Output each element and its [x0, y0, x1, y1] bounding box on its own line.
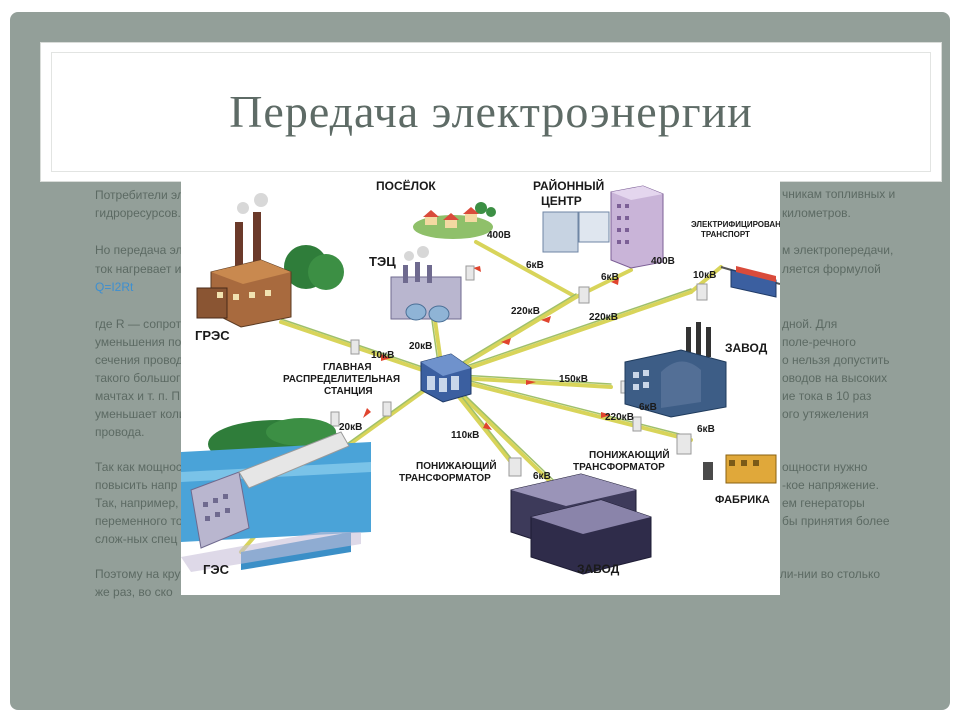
label-main-3: СТАНЦИЯ — [324, 386, 373, 397]
label-step-right-1: ПОНИЖАЮЩИЙ — [589, 448, 670, 461]
text-line: уменьшает коли — [95, 407, 186, 421]
fabrika-icon — [703, 454, 777, 484]
label-gres: ГРЭС — [195, 328, 230, 343]
text-line: бы принятия более — [782, 514, 890, 528]
text-line: ляется формулой — [782, 262, 881, 276]
voltage-label: 6кВ — [639, 402, 657, 413]
voltage-label: 400В — [651, 256, 675, 267]
text-line: поле-речного — [782, 335, 856, 349]
voltage-label: 150кВ — [559, 374, 588, 385]
label-zavod-right: ЗАВОД — [725, 341, 768, 355]
text-line: Так, например, — [95, 496, 179, 510]
text-line: дной. Для — [782, 317, 838, 331]
text-line: Поэтому на кру — [95, 567, 181, 581]
district-center-icon — [542, 185, 664, 269]
text-line: ие тока в 10 раз — [782, 389, 872, 403]
text-line: ощности нужно — [782, 460, 868, 474]
voltage-label: 400В — [487, 230, 511, 241]
text-line: Но передача эл — [95, 243, 183, 257]
voltage-label: 10кВ — [371, 350, 394, 361]
factory-bottom-icon — [510, 473, 652, 575]
voltage-label: 10кВ — [693, 270, 716, 281]
text-line: м электропередачи, — [782, 243, 894, 257]
label-poselok: ПОСЁЛОК — [376, 178, 436, 193]
label-step-left-2: ТРАНСФОРМАТОР — [399, 473, 491, 484]
text-line: уменьшения по — [95, 335, 182, 349]
voltage-label: 110кВ — [451, 430, 479, 441]
label-step-left-1: ПОНИЖАЮЩИЙ — [416, 459, 497, 472]
voltage-label: 6кВ — [601, 272, 619, 283]
voltage-label: 20кВ — [409, 341, 432, 352]
title-box: Передача электроэнергии — [40, 42, 942, 182]
gres-plant-icon — [196, 193, 344, 328]
text-line: о нельзя допустить — [782, 353, 890, 367]
text-line: оводов на высоких — [782, 371, 888, 385]
text-line: мачтах и т. п. П — [95, 389, 180, 403]
voltage-label: 6кВ — [533, 471, 551, 482]
voltage-label: 6кВ — [697, 424, 715, 435]
text-line: переменного то — [95, 514, 183, 528]
factory-right-icon — [624, 322, 727, 418]
voltage-label: 220кВ — [605, 412, 634, 423]
text-line: ем генераторы — [782, 496, 865, 510]
text-line: в ли-нии во столько — [770, 567, 881, 581]
text-line: Потребители эл — [95, 188, 184, 202]
label-main-1: ГЛАВНАЯ — [323, 362, 372, 373]
label-step-right-2: ТРАНСФОРМАТОР — [573, 462, 665, 473]
ges-plant-icon — [181, 418, 371, 572]
label-rayon-1: РАЙОННЫЙ — [533, 178, 604, 193]
text-line: же раз, во ско — [95, 585, 173, 599]
text-line: гидроресурсов. — [95, 206, 181, 220]
main-station-icon — [420, 353, 472, 403]
voltage-label: 20кВ — [339, 422, 362, 433]
text-line: повысить напр — [95, 478, 178, 492]
formula-text: Q=I2Rt — [95, 280, 134, 294]
village-icon — [413, 202, 496, 239]
text-line: где R — сопрот — [95, 317, 182, 331]
label-zavod-bottom: ЗАВОД — [577, 562, 620, 576]
text-line: Так как мощнос — [95, 460, 182, 474]
text-line: такого большог — [95, 371, 181, 385]
voltage-label: 220кВ — [511, 306, 540, 317]
label-tec: ТЭЦ — [369, 254, 396, 269]
voltage-label: 220кВ — [589, 312, 618, 323]
label-transport-1: ЭЛЕКТРИФИЦИРОВАННЫЙ — [691, 220, 780, 229]
tec-plant-icon — [390, 246, 462, 323]
title-inner-border — [51, 52, 931, 172]
voltage-label: 6кВ — [526, 260, 544, 271]
text-line: ого утяжеления — [782, 407, 869, 421]
label-fabrika: ФАБРИКА — [715, 494, 770, 506]
text-line: сечения провод — [95, 353, 183, 367]
slide-title: Передача электроэнергии — [229, 86, 753, 137]
text-line: провода. — [95, 425, 145, 439]
transport-icon — [720, 266, 780, 298]
text-line: километров. — [782, 206, 851, 220]
power-grid-diagram: ПОСЁЛОК РАЙОННЫЙ ЦЕНТР ЭЛЕКТРИФИЦИРОВАНН… — [181, 172, 780, 595]
label-ges: ГЭС — [203, 562, 230, 577]
label-transport-2: ТРАНСПОРТ — [701, 230, 750, 239]
label-rayon-2: ЦЕНТР — [541, 194, 582, 208]
text-line: чникам топливных и — [782, 187, 896, 201]
text-line: ток нагревает и — [95, 262, 182, 276]
text-line: -кое напряжение. — [782, 478, 879, 492]
label-main-2: РАСПРЕДЕЛИТЕЛЬНАЯ — [283, 374, 400, 385]
text-line: слож-ных спец — [95, 532, 178, 546]
